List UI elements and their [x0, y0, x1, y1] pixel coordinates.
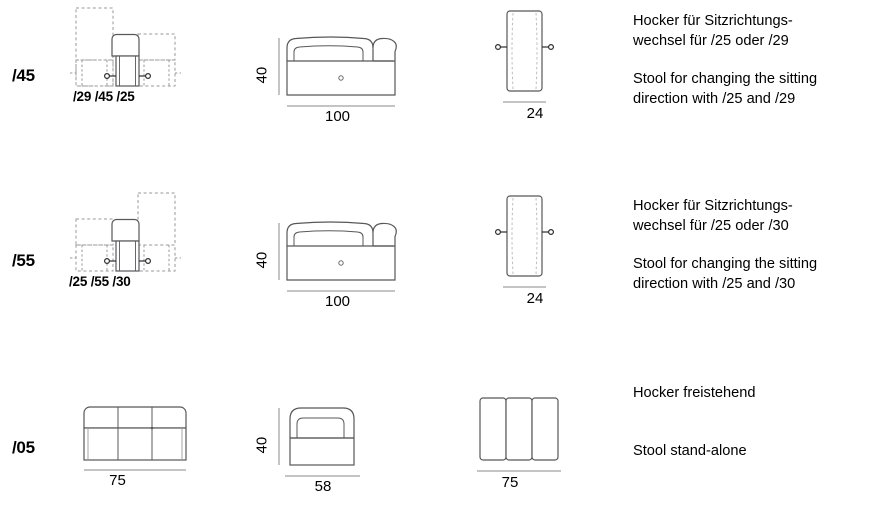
plan-width-dimension: 75: [109, 472, 126, 489]
plan-view-diagram: [60, 185, 235, 305]
elevation-width-dimension: 100: [324, 108, 351, 125]
description-en-line2: direction with /25 and /30: [633, 275, 796, 292]
row-model-code: /45: [12, 66, 35, 85]
elevation-height-dimension: 40: [253, 251, 271, 269]
spec-row: /45: [0, 0, 879, 185]
row-description: Hocker freistehend Stool stand-alone: [633, 384, 873, 461]
side-view-diagram: [455, 0, 615, 125]
plan-view-diagram: [60, 0, 235, 120]
elevation-height-dimension: 40: [253, 66, 271, 84]
row-model-code: /55: [12, 251, 35, 270]
elevation-height-dimension: 40: [253, 436, 271, 454]
description-de-line1: Hocker freistehend: [633, 385, 756, 401]
description-spacer: [633, 236, 873, 255]
description-en-line2: direction with /25 and /29: [633, 90, 796, 107]
elevation-width-dimension: 58: [314, 478, 332, 495]
plan-view-labels: /29 /45 /25: [73, 89, 135, 104]
side-width-dimension: 75: [501, 474, 519, 491]
side-view-diagram: [455, 370, 615, 495]
row-description: Hocker für Sitzrichtungs- wechsel für /2…: [633, 197, 873, 294]
description-en-line1: Stool stand-alone: [633, 442, 747, 459]
description-spacer: [633, 404, 873, 442]
plan-view-diagram: [60, 370, 235, 490]
side-width-dimension: 24: [526, 290, 544, 307]
description-de-line2: wechsel für /25 oder /29: [633, 32, 789, 49]
description-de-line2: wechsel für /25 oder /30: [633, 217, 789, 234]
elevation-view-diagram: [250, 185, 425, 310]
description-en-line1: Stool for changing the sitting: [633, 71, 818, 87]
elevation-view-diagram: [250, 0, 425, 125]
spec-row: /55: [0, 185, 879, 370]
plan-view-labels: /25 /55 /30: [69, 274, 131, 289]
elevation-view-diagram: [250, 370, 425, 495]
description-de-line1: Hocker für Sitzrichtungs-: [633, 13, 793, 29]
description-en-line1: Stool for changing the sitting: [633, 256, 818, 272]
description-spacer: [633, 51, 873, 70]
side-view-diagram: [455, 185, 615, 310]
elevation-width-dimension: 100: [324, 293, 351, 310]
row-model-code: /05: [12, 438, 35, 457]
row-description: Hocker für Sitzrichtungs- wechsel für /2…: [633, 12, 873, 109]
spec-row: /05 75: [0, 370, 879, 519]
side-width-dimension: 24: [526, 105, 544, 122]
description-de-line1: Hocker für Sitzrichtungs-: [633, 198, 793, 214]
